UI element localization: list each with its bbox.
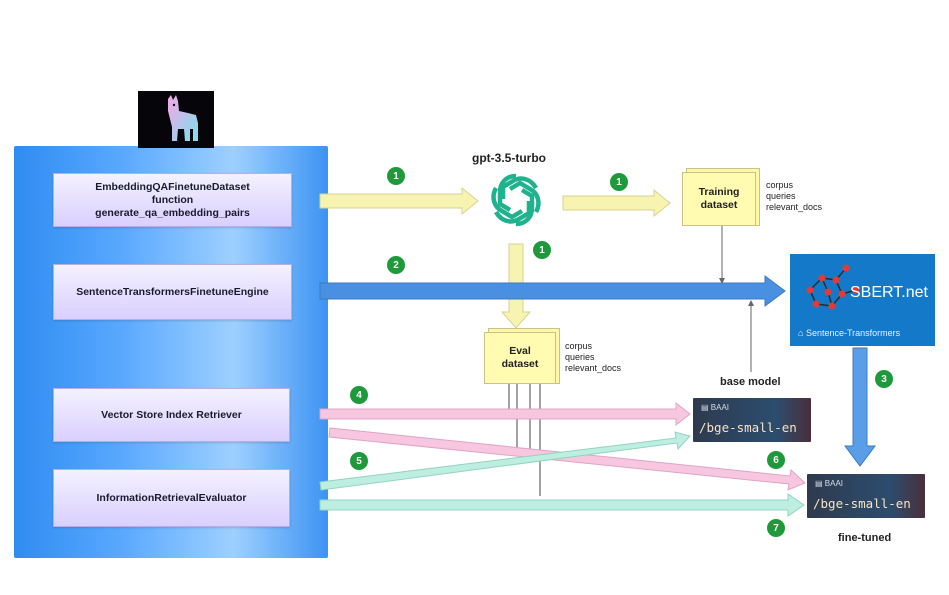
arrow-diag-to-finetuned [328,427,806,491]
box-line: SentenceTransformersFinetuneEngine [76,285,269,298]
training-title-line: Training [698,186,740,198]
eval-fields: corpus queries relevant_docs [565,341,621,374]
finetune-engine-box: SentenceTransformersFinetuneEngine [53,264,292,320]
base-model-org: ▤ BAAI [701,403,729,412]
org-text: BAAI [824,479,844,488]
training-title-line: dataset [700,199,738,211]
finetuned-model-org: ▤ BAAI [815,479,843,488]
training-dataset-doc: Training dataset [682,172,756,226]
finetuned-model-name: /bge-small-en [813,496,911,511]
step-badge: 3 [875,370,893,388]
sbert-subtitle-text: Sentence-Transformers [805,328,901,338]
eval-title-line: dataset [501,358,539,370]
step-badge: 5 [350,452,368,470]
training-fields: corpus queries relevant_docs [766,180,822,213]
qa-dataset-box: EmbeddingQAFinetuneDataset function gene… [53,173,292,227]
box-line: generate_qa_embedding_pairs [95,206,250,219]
arrow-to-training [562,188,671,218]
step-badge: 7 [767,519,785,537]
step-badge: 1 [533,241,551,259]
field-text: queries [565,352,595,362]
field-text: queries [766,191,796,201]
arrow-eval-to-finetuned [319,493,805,517]
base-model-label: base model [720,376,781,388]
evaluator-box: InformationRetrievalEvaluator [53,469,290,527]
arrow-to-sbert [319,275,786,307]
model-icon: ▤ [815,479,825,488]
box-line: Vector Store Index Retriever [101,408,242,421]
step-badge: 4 [350,386,368,404]
openai-logo [484,168,548,232]
finetuned-label: fine-tuned [838,532,892,544]
base-model-name: /bge-small-en [699,420,797,435]
base-model-card: ▤ BAAI /bge-small-en [693,398,811,442]
org-text: BAAI [710,403,730,412]
step-badge: 1 [387,167,405,185]
arrow-to-finetuned [844,347,876,467]
field-text: relevant_docs [565,363,622,373]
arrow-diag-to-base [319,431,691,491]
sbert-network-icon [806,264,860,310]
step-badge: 1 [610,173,628,191]
step-badge: 2 [387,256,405,274]
llm-label: gpt-3.5-turbo [472,151,546,165]
box-line: function [151,193,194,206]
box-line: InformationRetrievalEvaluator [96,491,247,504]
sbert-title: SBERT.net [850,284,928,301]
home-icon: ⌂ [798,328,806,338]
step-badge: 6 [767,451,785,469]
retriever-box: Vector Store Index Retriever [53,388,290,442]
arrow-to-base-model [319,401,691,427]
finetuned-model-card: ▤ BAAI /bge-small-en [807,474,925,518]
sbert-subtitle: ⌂ Sentence-Transformers [798,328,900,338]
box-line: EmbeddingQAFinetuneDataset [95,180,250,193]
field-text: corpus [766,180,794,190]
eval-dataset-doc: Eval dataset [484,332,556,384]
model-icon: ▤ [701,403,711,412]
field-text: corpus [565,341,593,351]
llama-logo [138,91,214,148]
eval-title-line: Eval [509,345,531,357]
arrow-to-llm [319,186,479,216]
field-text: relevant_docs [766,202,823,212]
sbert-logo: SBERT.net ⌂ Sentence-Transformers [790,254,935,346]
